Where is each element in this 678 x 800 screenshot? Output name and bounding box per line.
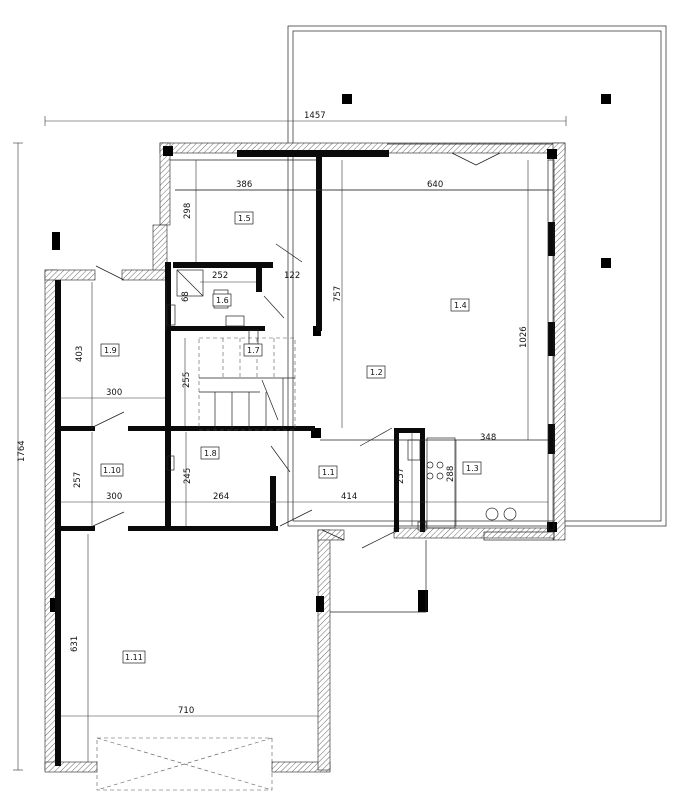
dim-264: 264 xyxy=(213,492,229,502)
dim-403: 403 xyxy=(75,346,85,362)
dim-300-upper: 300 xyxy=(106,388,122,398)
dim-overall-height: 1764 xyxy=(17,440,27,462)
room-1-11-label: 1.11 xyxy=(122,650,146,664)
room-1-9-label: 1.9 xyxy=(100,343,120,357)
svg-text:1.5: 1.5 xyxy=(238,214,251,223)
dim-overall-width: 1457 xyxy=(304,111,326,121)
external-walls xyxy=(44,142,566,773)
svg-text:1.11: 1.11 xyxy=(125,653,143,662)
inner-outlines xyxy=(165,143,555,541)
dim-288: 288 xyxy=(446,466,456,482)
svg-text:1.1: 1.1 xyxy=(322,468,335,477)
dim-122: 122 xyxy=(284,271,300,281)
svg-text:1.2: 1.2 xyxy=(370,368,383,377)
svg-text:1.6: 1.6 xyxy=(216,296,229,305)
room-1-1-label: 1.1 xyxy=(318,465,338,479)
terrace-column xyxy=(601,258,611,268)
small-frames xyxy=(166,304,427,531)
room-1-8-label: 1.8 xyxy=(200,446,220,460)
door-swings xyxy=(90,243,395,549)
structural-columns xyxy=(50,146,557,612)
terrace-column xyxy=(342,94,352,104)
dim-710: 710 xyxy=(178,706,194,716)
room-1-10-label: 1.10 xyxy=(100,463,124,477)
dim-252: 252 xyxy=(212,271,228,281)
dimension-lines xyxy=(60,160,548,762)
garage-door xyxy=(96,737,273,791)
dim-631: 631 xyxy=(70,636,80,652)
dim-757: 757 xyxy=(333,286,343,302)
room-1-5-label: 1.5 xyxy=(234,211,254,225)
room-1-7-label: 1.7 xyxy=(243,343,263,357)
dim-348: 348 xyxy=(480,433,496,443)
room-1-6-label: 1.6 xyxy=(212,293,232,307)
room-1-2-label: 1.2 xyxy=(366,365,386,379)
svg-text:1.9: 1.9 xyxy=(104,346,117,355)
internal-walls xyxy=(55,153,427,766)
room-1-3-label: 1.3 xyxy=(462,461,482,475)
svg-text:1.8: 1.8 xyxy=(204,449,217,458)
dim-245: 245 xyxy=(183,468,193,484)
room-1-4-label: 1.4 xyxy=(450,298,470,312)
overall-width-dimension: 1457 xyxy=(44,111,567,126)
dim-68: 68 xyxy=(181,291,191,302)
svg-text:1.7: 1.7 xyxy=(247,346,260,355)
dim-257-right: 257 xyxy=(396,468,406,484)
room-labels: 1.5 1.6 1.4 1.7 1.9 1.2 1.8 1.10 xyxy=(100,211,482,664)
top-door xyxy=(451,152,501,166)
dim-640: 640 xyxy=(427,180,443,190)
svg-text:1.3: 1.3 xyxy=(466,464,479,473)
sink-icon xyxy=(225,315,245,327)
kitchen-fixtures xyxy=(407,437,517,529)
shower-tray xyxy=(176,269,204,297)
dim-300-lower: 300 xyxy=(106,492,122,502)
dim-298: 298 xyxy=(183,203,193,219)
dim-414: 414 xyxy=(341,492,357,502)
dim-255: 255 xyxy=(182,372,192,388)
staircase xyxy=(198,337,296,431)
dim-257-left: 257 xyxy=(73,472,83,488)
dimension-labels: 386 640 298 252 122 68 757 1026 403 300 … xyxy=(70,180,529,716)
svg-text:1.10: 1.10 xyxy=(103,466,121,475)
dim-1026: 1026 xyxy=(519,326,529,348)
stove-icon xyxy=(407,439,421,461)
overall-height-dimension: 1764 xyxy=(13,142,27,771)
terrace-outline xyxy=(287,25,667,527)
dim-386: 386 xyxy=(236,180,252,190)
svg-text:1.4: 1.4 xyxy=(454,301,467,310)
sink-icon xyxy=(485,507,499,521)
terrace-column xyxy=(601,94,611,104)
